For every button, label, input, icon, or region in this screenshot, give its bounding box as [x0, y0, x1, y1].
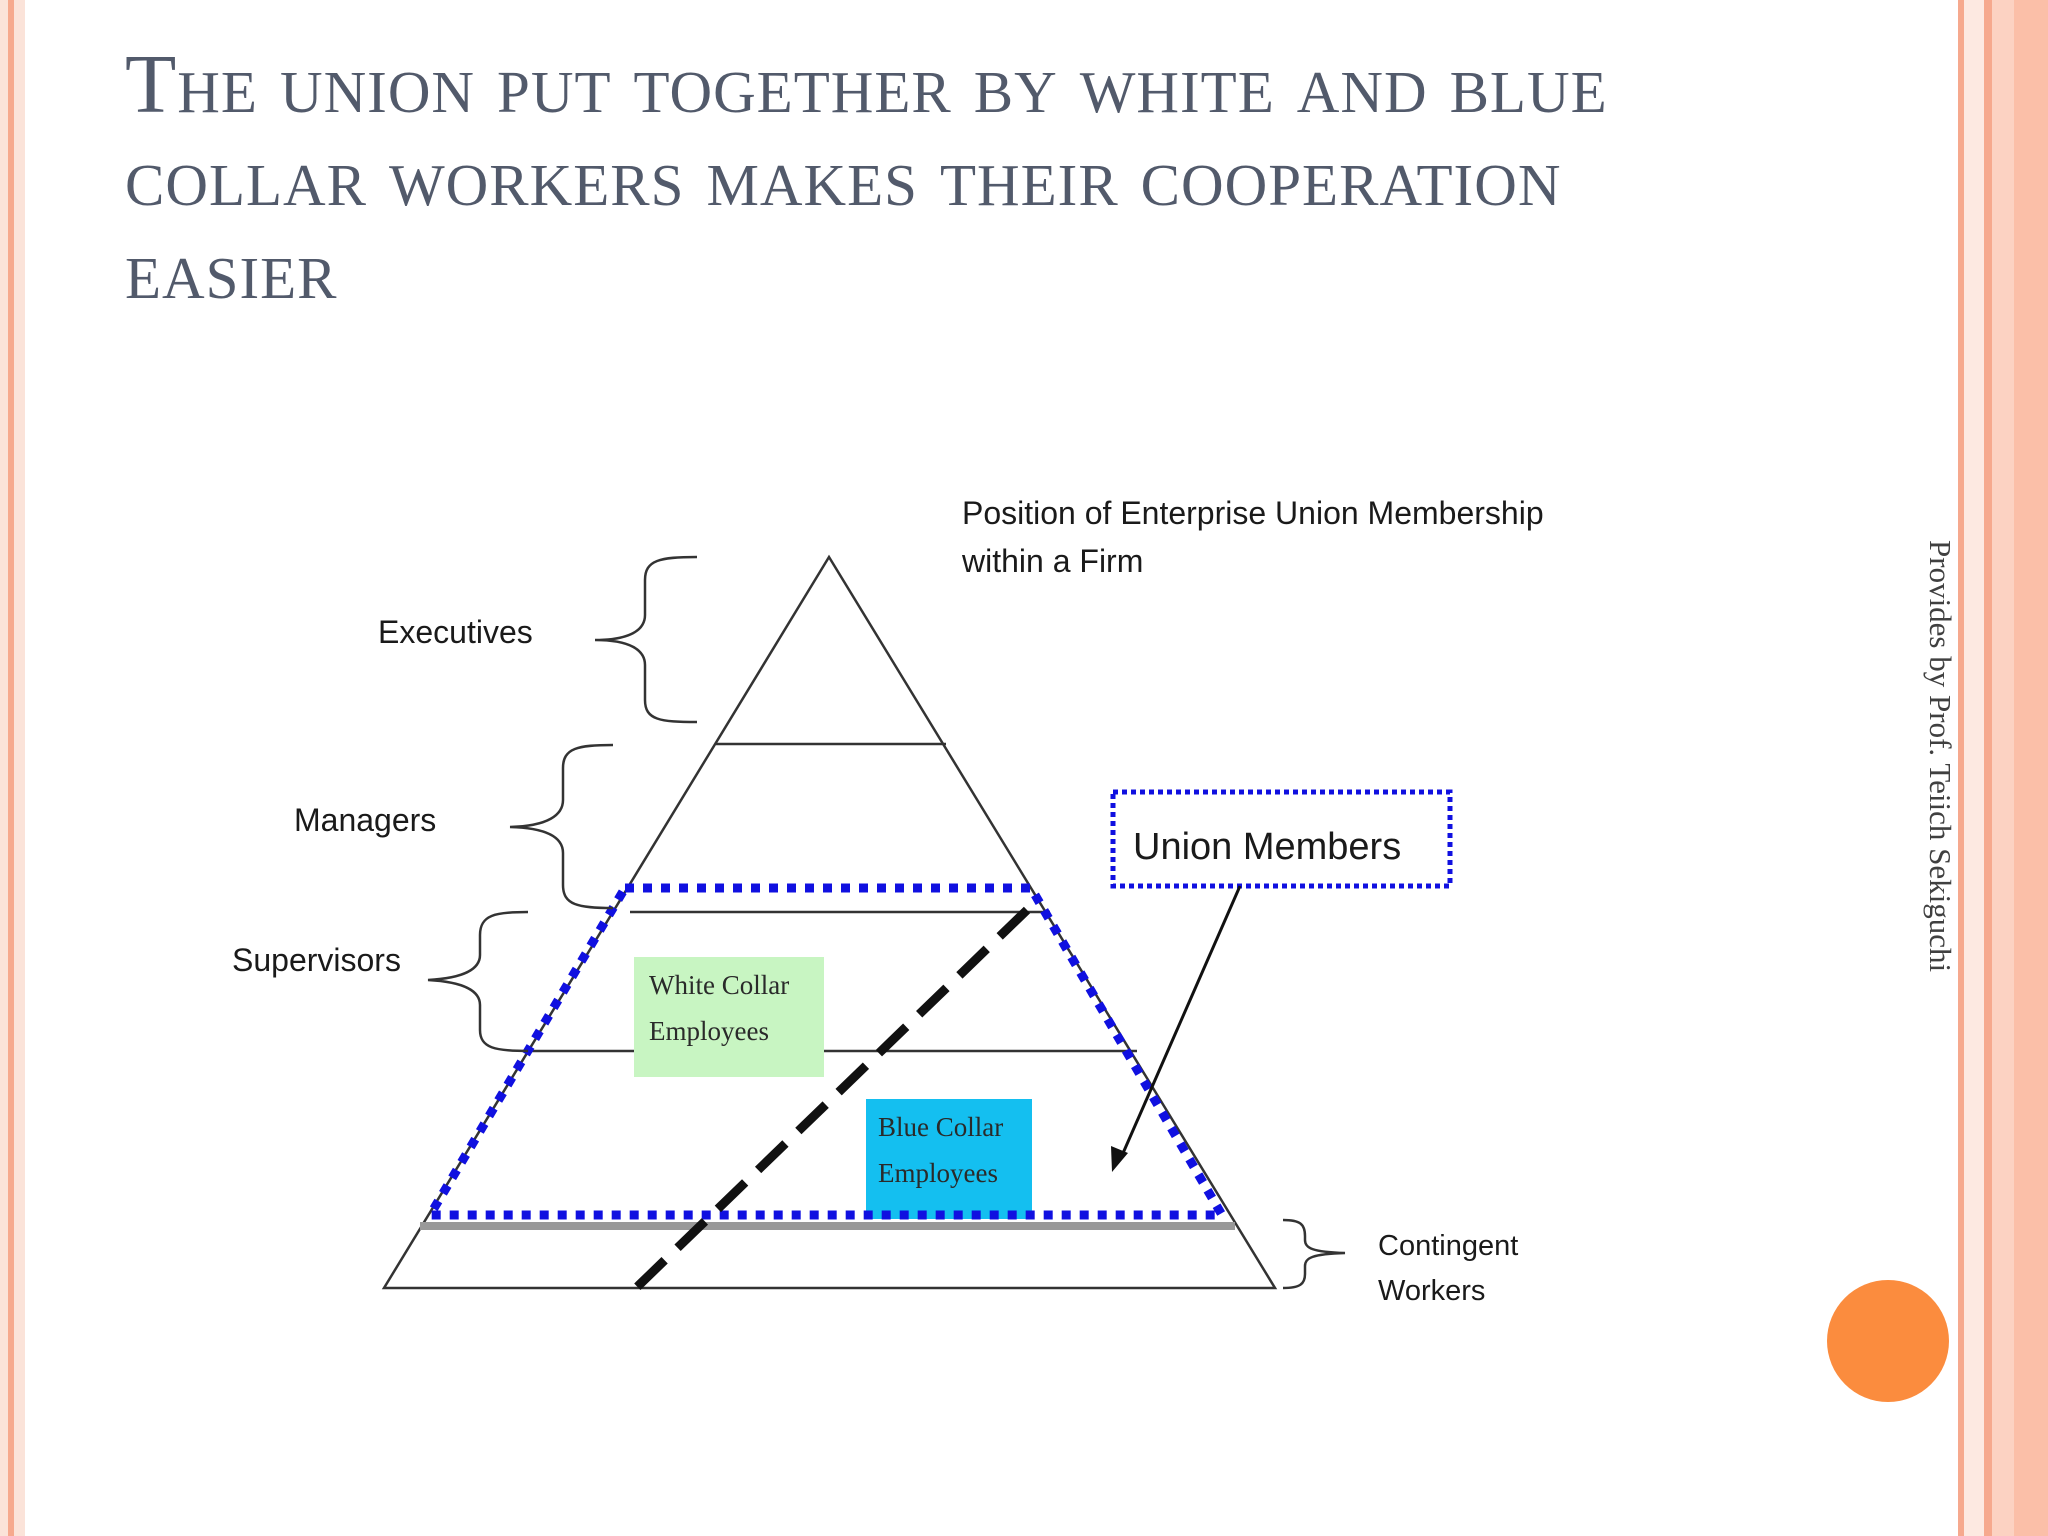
white-collar-line2: Employees [649, 1016, 769, 1046]
slide-title: The union put together by white and blue… [125, 38, 1608, 317]
left-border-stripe [8, 0, 14, 1536]
contingent-label-line1: Contingent [1378, 1230, 1518, 1262]
contingent-brace [1282, 1218, 1346, 1290]
blue-collar-line1: Blue Collar [878, 1112, 1003, 1142]
managers-label: Managers [294, 802, 436, 838]
union-membership-boundary [422, 883, 1230, 1220]
executives-brace [594, 555, 698, 724]
white-blue-divider-line [633, 906, 1031, 1291]
executives-label: Executives [378, 614, 533, 650]
orange-dot [1827, 1280, 1949, 1402]
managers-brace [509, 743, 614, 910]
union-members-arrowhead [1111, 1146, 1128, 1172]
credit-text: Provides by Prof. Teiich Sekiguchi [1923, 540, 1958, 973]
supervisors-brace [427, 910, 529, 1053]
blue-collar-box: Blue Collar Employees [866, 1099, 1032, 1219]
union-members-arrow [1118, 885, 1242, 1161]
union-members-callout: Union Members [1110, 789, 1453, 1172]
white-collar-line1: White Collar [649, 970, 789, 1000]
diagram-heading-line2: within a Firm [961, 543, 1143, 579]
diagram-heading-line1: Position of Enterprise Union Membership [962, 495, 1544, 531]
supervisors-label: Supervisors [232, 942, 401, 978]
union-members-label: Union Members [1133, 826, 1401, 868]
blue-collar-line2: Employees [878, 1158, 998, 1188]
right-border [1958, 0, 2048, 1536]
white-collar-box: White Collar Employees [634, 957, 824, 1077]
contingent-label-line2: Workers [1378, 1275, 1485, 1307]
pyramid [381, 554, 1278, 1290]
